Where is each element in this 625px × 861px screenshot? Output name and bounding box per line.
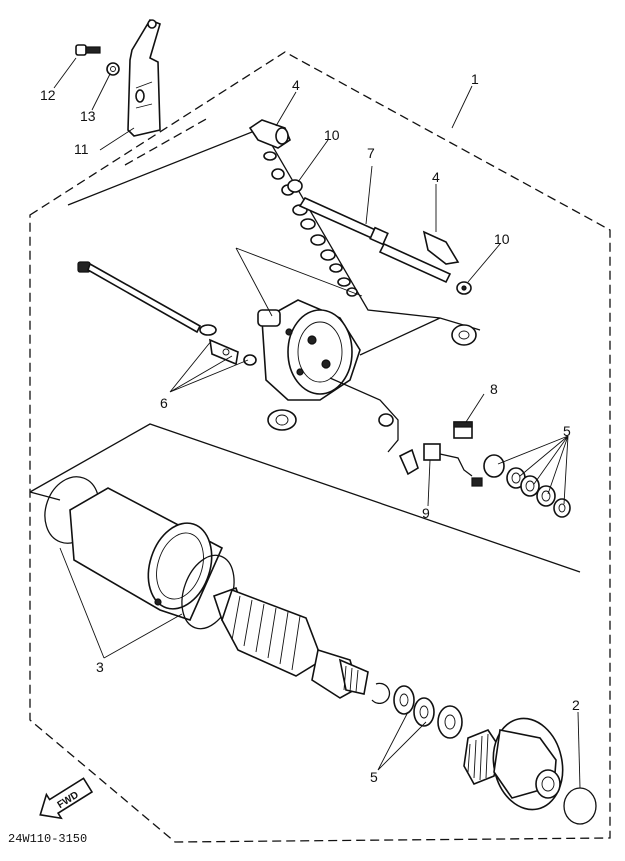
through-bolt xyxy=(77,261,257,366)
needle-bearing xyxy=(463,729,501,786)
callout-6: 6 xyxy=(160,395,168,411)
drawing-number: 24W110-3150 xyxy=(8,832,87,846)
terminal-bolt xyxy=(298,196,452,284)
front-cover xyxy=(492,717,564,811)
lower-group-frame xyxy=(29,423,581,573)
ring-lower xyxy=(456,281,472,295)
callout-13: 13 xyxy=(80,108,96,124)
bearing-lower xyxy=(437,705,463,739)
terminal-cover-left xyxy=(248,119,291,149)
callout-4-right: 4 xyxy=(432,169,440,185)
brush-group-frame xyxy=(67,127,481,356)
circlip xyxy=(371,682,391,704)
callout-10-lower: 10 xyxy=(494,231,510,247)
bracket-group-boundary xyxy=(124,117,209,166)
callout-4-left: 4 xyxy=(292,77,300,93)
yoke-housing xyxy=(69,487,224,621)
callout-7: 7 xyxy=(367,145,375,161)
callout-8: 8 xyxy=(490,381,498,397)
callout-9: 9 xyxy=(422,505,430,521)
washer xyxy=(106,62,120,76)
ring-upper xyxy=(287,179,303,193)
armature xyxy=(212,586,369,699)
callout-10-upper: 10 xyxy=(324,127,340,143)
bolt xyxy=(75,44,101,56)
brush-leads xyxy=(329,377,419,476)
brush-8 xyxy=(453,421,473,439)
shim-washers-upper xyxy=(483,454,571,518)
shim-washers-lower xyxy=(393,685,435,727)
callout-3: 3 xyxy=(96,659,104,675)
callout-5-upper: 5 xyxy=(563,423,571,439)
leader-lines xyxy=(53,57,581,789)
assembly-boundary xyxy=(29,51,611,843)
callout-2: 2 xyxy=(572,697,580,713)
callout-1: 1 xyxy=(471,71,479,87)
callout-5-lower: 5 xyxy=(370,769,378,785)
o-ring-front xyxy=(563,787,597,825)
callout-12: 12 xyxy=(40,87,56,103)
stay-bracket xyxy=(127,19,161,137)
terminal-cover-right xyxy=(422,230,460,265)
oil-seal xyxy=(267,409,297,431)
fwd-arrow-icon: FWD xyxy=(39,777,94,820)
bearing-upper xyxy=(451,324,477,346)
rear-end-cover xyxy=(257,299,361,401)
callout-11: 11 xyxy=(74,141,89,157)
brush-9 xyxy=(423,443,483,487)
